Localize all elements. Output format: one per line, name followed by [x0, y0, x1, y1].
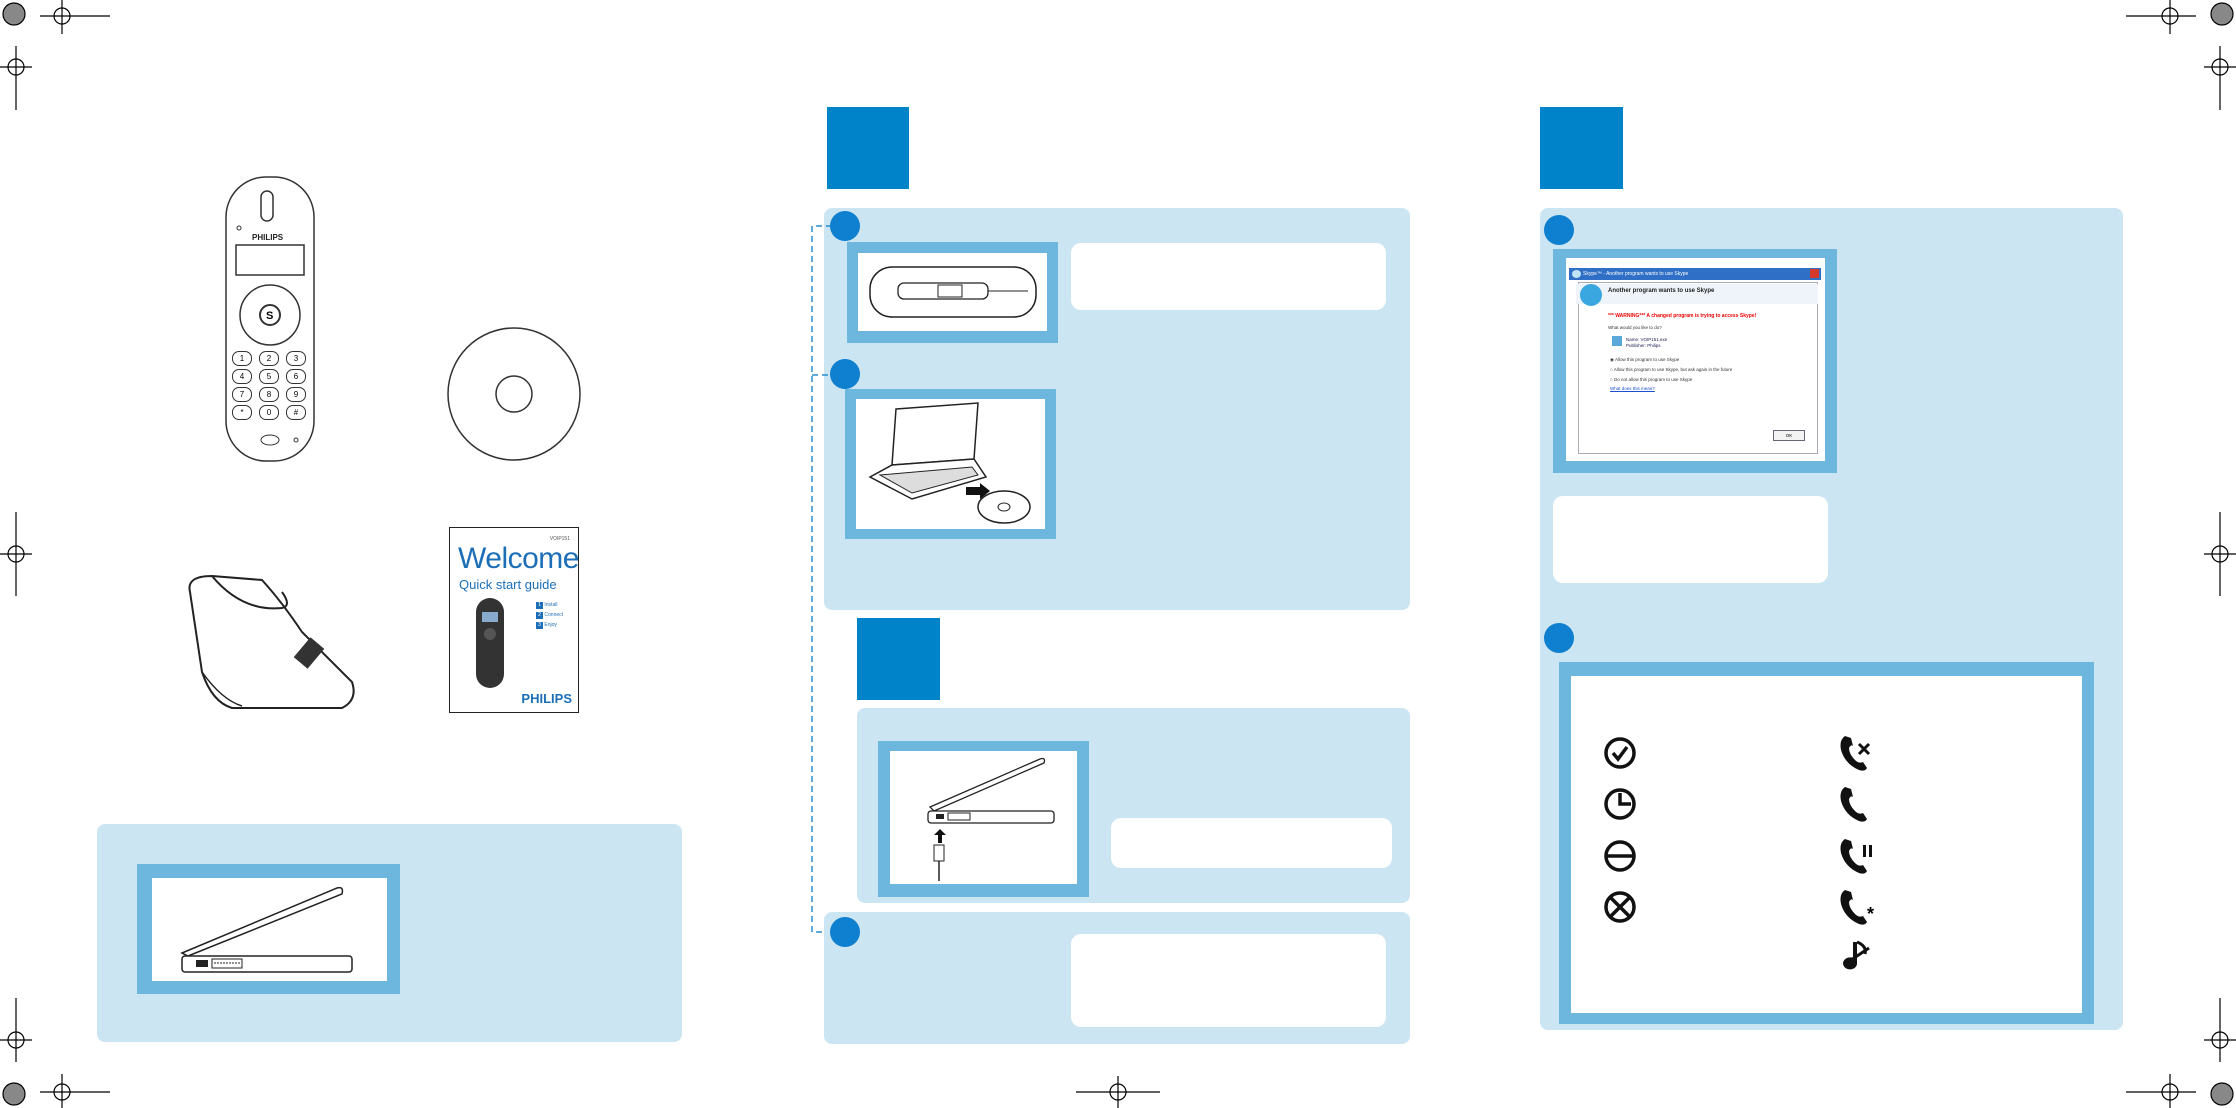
- booklet-model: VOIP151: [549, 536, 570, 542]
- offline-status-icon: [1604, 891, 1636, 923]
- substep-dot-b: [830, 359, 860, 389]
- status-icons-panel: *: [1571, 676, 2082, 1013]
- close-icon[interactable]: [1810, 269, 1819, 278]
- key: 0: [259, 405, 279, 420]
- call-forward-icon: *: [1840, 890, 1874, 925]
- pouch-illustration: [182, 572, 356, 714]
- program-icon: [1612, 336, 1622, 346]
- what-does-this-mean-link[interactable]: What does this mean?: [1610, 386, 1655, 391]
- key: 6: [286, 369, 306, 384]
- key: #: [286, 405, 306, 420]
- svg-text:*: *: [1867, 904, 1874, 924]
- ringtone-icon: [1843, 940, 1870, 970]
- step-2-badge: [857, 618, 940, 700]
- key: 3: [286, 351, 306, 366]
- usb-note-box: [1071, 243, 1386, 310]
- program-publisher: Publisher: Philips: [1626, 343, 1661, 348]
- skype-options: ◉ Allow this program to use Skype ○ Allo…: [1610, 355, 1732, 385]
- key: 9: [286, 387, 306, 402]
- booklet-brand: PHILIPS: [521, 691, 572, 706]
- call-hold-icon: [1840, 839, 1872, 874]
- key: 8: [259, 387, 279, 402]
- substep-dot-a: [830, 211, 860, 241]
- substep-dot-d: [1544, 215, 1574, 245]
- key: 5: [259, 369, 279, 384]
- svg-text:S: S: [266, 310, 273, 322]
- key: 2: [259, 351, 279, 366]
- finish-note-box: [1071, 934, 1386, 1027]
- program-name: Name: VOIP151.exe: [1626, 337, 1668, 342]
- missed-call-icon: [1840, 736, 1871, 771]
- option-deny[interactable]: ○ Do not allow this program to use Skype: [1610, 377, 1693, 382]
- usb-dongle-image: [858, 253, 1047, 331]
- handset-keypad: 1 2 3 4 5 6 7 8 9 * 0 #: [232, 351, 308, 420]
- laptop-usb-image: [890, 751, 1077, 884]
- cd-illustration: [446, 326, 582, 462]
- handset-illustration: S PHILIPS 1 2 3 4 5 6 7 8 9 * 0 #: [222, 175, 318, 465]
- substep-dot-c: [830, 917, 860, 947]
- booklet-subtitle: Quick start guide: [459, 577, 557, 592]
- skype-dialog-question: What would you like to do?: [1608, 325, 1662, 330]
- key: 4: [232, 369, 252, 384]
- option-allow-ask[interactable]: ○ Allow this program to use Skype, but a…: [1610, 367, 1733, 372]
- handset-brand: PHILIPS: [252, 233, 284, 242]
- option-allow[interactable]: ◉ Allow this program to use Skype: [1610, 357, 1680, 362]
- laptop-cd-image: [856, 399, 1045, 529]
- laptop-side-image: [152, 878, 387, 981]
- key: *: [232, 405, 252, 420]
- booklet-steps: 1 Install 2 Connect 3 Enjoy: [536, 600, 563, 630]
- skype-dialog-heading: Another program wants to use Skype: [1608, 288, 1715, 294]
- call-icon: [1840, 787, 1867, 822]
- online-status-icon: [1604, 737, 1636, 769]
- booklet-title: Welcome: [458, 542, 579, 575]
- skype-dialog: Skype™ - Another program wants to use Sk…: [1566, 258, 1825, 461]
- key: 1: [232, 351, 252, 366]
- skype-dialog-warning: *** WARNING*** A changed program is tryi…: [1608, 313, 1757, 319]
- skype-dialog-header: [1576, 284, 1818, 304]
- booklet-phone-image: [476, 598, 504, 688]
- step-3-badge: [1540, 107, 1623, 189]
- step-connector: [811, 225, 832, 933]
- substep-dot-e: [1544, 623, 1574, 653]
- skype-note-box: [1553, 496, 1828, 583]
- skype-logo-icon: [1580, 284, 1602, 306]
- quick-start-guide-booklet: VOIP151 Welcome Quick start guide 1 Inst…: [449, 527, 579, 713]
- step-1-badge: [827, 107, 909, 189]
- skype-dialog-titlebar: Skype™ - Another program wants to use Sk…: [1569, 268, 1821, 280]
- away-status-icon: [1604, 788, 1636, 820]
- do-not-disturb-status-icon: [1604, 840, 1636, 872]
- skype-icon: [1572, 270, 1581, 278]
- key: 7: [232, 387, 252, 402]
- skype-dialog-body: [1578, 282, 1818, 454]
- ok-button[interactable]: OK: [1773, 430, 1805, 441]
- connect-note-box: [1111, 818, 1392, 868]
